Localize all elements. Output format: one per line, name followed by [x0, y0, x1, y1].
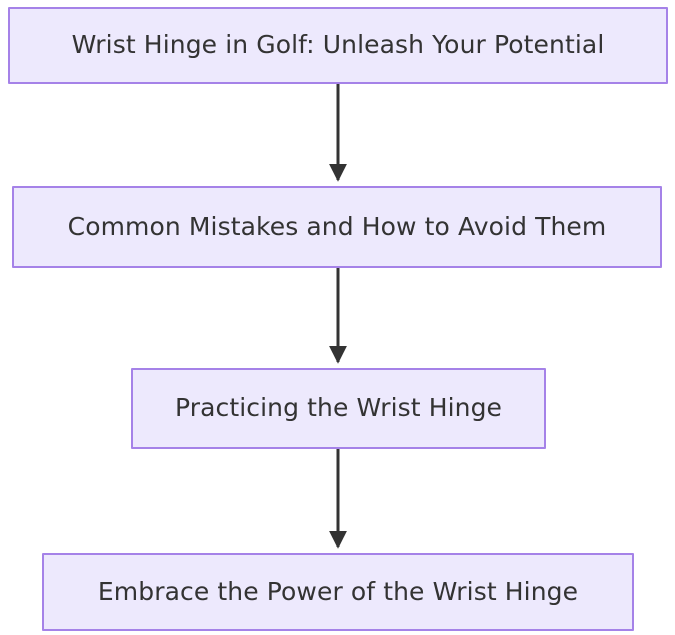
flowchart-node-4[interactable]: Embrace the Power of the Wrist Hinge: [42, 553, 634, 631]
flowchart-node-2-label: Common Mistakes and How to Avoid Them: [67, 211, 607, 241]
flowchart-node-3-label: Practicing the Wrist Hinge: [174, 393, 503, 423]
flowchart-node-1[interactable]: Wrist Hinge in Golf: Unleash Your Potent…: [8, 7, 668, 84]
flowchart-node-3[interactable]: Practicing the Wrist Hinge: [131, 368, 546, 449]
flowchart-node-2[interactable]: Common Mistakes and How to Avoid Them: [12, 186, 662, 268]
flowchart-node-1-label: Wrist Hinge in Golf: Unleash Your Potent…: [71, 30, 605, 60]
flowchart-node-4-label: Embrace the Power of the Wrist Hinge: [97, 576, 579, 606]
